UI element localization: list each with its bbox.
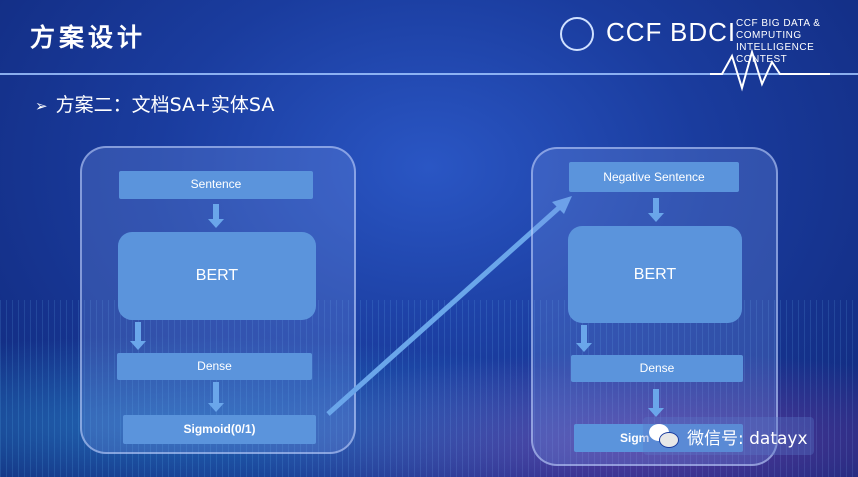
left-sigmoid-box: Sigmoid(0/1) — [123, 415, 316, 444]
right-dense-box: Dense — [571, 355, 743, 382]
logo-ccf-text: CCF — [606, 17, 663, 47]
header-divider — [0, 73, 858, 75]
logo-subtext-line1: CCF BIG DATA & COMPUTING — [736, 18, 821, 41]
scheme-subtitle: ➢ 方案二：文档SA+实体SA — [35, 90, 274, 117]
bullet-arrow-icon: ➢ — [35, 97, 48, 115]
watermark-text: 微信号: datayx — [687, 428, 808, 449]
right-arrow-2 — [576, 325, 592, 352]
wechat-watermark: 微信号: datayx — [643, 417, 814, 455]
pulse-line-icon — [710, 48, 830, 92]
left-sentence-box: Sentence — [119, 171, 313, 199]
left-arrow-1 — [208, 204, 224, 228]
left-arrow-2 — [130, 322, 146, 350]
right-arrow-1 — [648, 198, 664, 222]
logo-bdci-text: BDCI — [670, 17, 737, 47]
wechat-icon — [649, 424, 679, 448]
ccf-seal-icon — [560, 17, 594, 51]
right-bert-box: BERT — [568, 226, 742, 323]
right-sigmoid-label: Sigm — [620, 431, 650, 445]
right-arrow-3 — [648, 389, 664, 417]
left-dense-box: Dense — [117, 353, 312, 380]
left-arrow-3 — [208, 382, 224, 412]
logo-subtext-line2: INTELLIGENCE CONTEST — [736, 42, 815, 65]
left-bert-box: BERT — [118, 232, 316, 320]
page-title: 方案设计 — [30, 23, 147, 52]
ccf-bdci-logo: CCF BDCI CCF BIG DATA & COMPUTING INTELL… — [560, 15, 850, 65]
logo-subtext: CCF BIG DATA & COMPUTING INTELLIGENCE CO… — [736, 18, 850, 66]
right-negative-sentence-box: Negative Sentence — [569, 162, 739, 192]
subtitle-text: 方案二：文档SA+实体SA — [55, 94, 275, 116]
